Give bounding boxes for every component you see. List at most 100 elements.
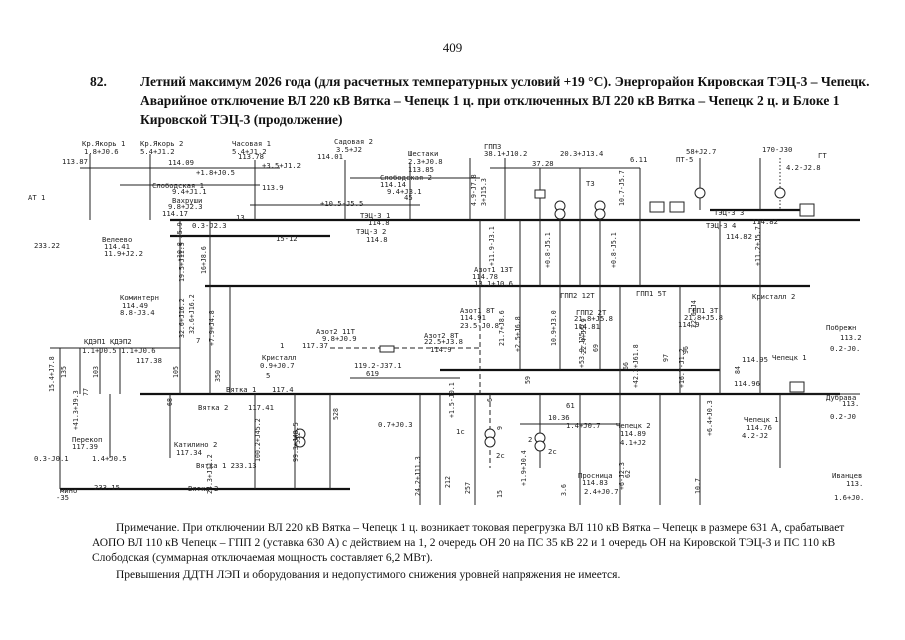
- diagram-label-perekop: Перекоп: [72, 435, 102, 444]
- diagram-label-v-113-85: 113.85: [408, 165, 434, 174]
- flow-label-f28: 10.7: [694, 478, 702, 494]
- breaker-icon: [379, 345, 395, 353]
- diagram-label-dubrava-v2: 0.2-J0: [830, 412, 856, 421]
- diagram-label-tec3-1-v: 114.8: [368, 218, 390, 227]
- diagram-label-v-114-89: 114.89: [620, 429, 646, 438]
- flow-label-f46: +10.8-J5.9: [176, 222, 184, 262]
- diagram-label-v-119-2: 119.2-J37.1: [354, 361, 402, 370]
- flow-label-f14: +7.9+J4.8: [208, 310, 216, 346]
- generator-icon: [774, 187, 786, 199]
- diagram-label-chepetsk2: Чепецк 2: [616, 421, 651, 430]
- diagram-label-kristall2: Кристалл 2: [752, 292, 795, 301]
- diagram-label-v-9-4b: 9.4+J1.1: [172, 187, 207, 196]
- diagram-label-v-58: 58+J2.7: [686, 147, 716, 156]
- transformer-icon: [294, 436, 306, 448]
- diagram-label-shestaki: Шестаки: [408, 149, 438, 158]
- diagram-label-veleevo: Велеево: [102, 235, 132, 244]
- diagram-label-v-114-14: 114.14: [380, 180, 406, 189]
- diagram-label-gpp1-5t: ГПП1 5Т: [636, 289, 667, 298]
- diagram-label-azot8t-v: 114.91: [460, 313, 486, 322]
- diagram-label-kominter-v2: 8.8-J3.4: [120, 308, 155, 317]
- diagram-label-dubrava-v: 113.: [842, 399, 859, 408]
- diagram-label-azot13t-v: 114.78: [472, 272, 498, 281]
- flow-label-f19: +1.5-J0.1: [448, 382, 456, 418]
- diagram-label-chepetsk1: Чепецк 1: [772, 353, 807, 362]
- diagram-label-azot13t-v2: 13.1+J0.6: [474, 279, 513, 288]
- flow-label-f21: +16.7-J1.2: [678, 348, 686, 388]
- diagram-label-kdep1: КДЭП1 КДЭП2: [84, 337, 132, 346]
- diagram-label-n-15-12: 15-12: [276, 234, 298, 243]
- diagram-label-azot2-8t-v: 22.5+J3.8: [424, 337, 463, 346]
- diagram-label-gpp1-3t: ГПП1 3Т: [688, 306, 719, 315]
- diagram-label-pobreg-v: 113.2: [840, 333, 862, 342]
- flow-label-f44: 66: [622, 362, 630, 370]
- flow-label-f9: 10.9+J3.0: [550, 310, 558, 346]
- diagram-label-v-114-81: 114.81: [574, 322, 600, 331]
- diagram-label-v-114-76: 114.76: [746, 423, 772, 432]
- flow-label-f38: 103: [92, 366, 100, 378]
- flow-label-f48: 212: [444, 476, 452, 488]
- flow-label-f10: 22.4+J5.9: [580, 318, 588, 354]
- diagram-label-prosnitsa-v2: 2.4+J0.7: [584, 487, 619, 496]
- flow-label-f40: 96: [682, 346, 690, 354]
- flow-label-f2: 3+J15.3: [480, 178, 488, 206]
- diagram-label-gpp2-2t-v: 21.8+J5.8: [574, 314, 613, 323]
- diagram-label-v-113-9: 113.9: [262, 183, 284, 192]
- flow-label-f42: 59: [524, 376, 532, 384]
- diagram-label-kr-yakor1: Кр.Якорь 1: [82, 139, 125, 148]
- diagram-label-kominter: Коминтерн: [120, 293, 159, 302]
- flow-label-f20: +42.2+J61.8: [632, 344, 640, 388]
- flow-label-f17: 100.2+J45.2: [254, 418, 262, 462]
- flow-label-f32: 68: [166, 398, 174, 406]
- flow-label-f36: 135: [60, 366, 68, 378]
- diagram-label-v-0-3: 0.3-J2.3: [192, 221, 227, 230]
- diagram-label-vyatka1b: Вятка 1 233.13: [196, 461, 257, 470]
- diagram-label-slobodskaya2: Слободская 2: [380, 173, 432, 182]
- flow-label-f1: 4.9-J7.8: [470, 174, 478, 206]
- breaker-icon: [534, 189, 546, 199]
- diagram-label-gpp3: ГПП3: [484, 142, 501, 151]
- diagram-label-v-4-2: 4.2-J2.8: [786, 163, 821, 172]
- diagram-label-v-114-9: 114.9: [430, 345, 452, 354]
- diagram-label-vyatka2: Вятка 2: [198, 403, 228, 412]
- diagram-label-perekop-v: 117.39: [72, 442, 98, 451]
- diagram-label-v-114-17: 114.17: [162, 209, 188, 218]
- diagram-label-n-13: 13: [236, 213, 245, 222]
- diagram-label-vakhrushi: Вахруши: [172, 196, 202, 205]
- diagram-label-v-20-3: 20.3+J13.4: [560, 149, 603, 158]
- transformer-icon: [594, 208, 606, 220]
- diagram-label-v-117-41: 117.41: [248, 403, 274, 412]
- diagram-label-dubrava: Дубрава: [826, 393, 856, 402]
- diagram-label-at1: АТ 1: [28, 193, 45, 202]
- diagram-label-veleevo-v: 114.41: [104, 242, 130, 251]
- diagram-label-n-619: 619: [366, 369, 379, 378]
- diagram-label-sadovaya: Садовая 2: [334, 138, 373, 146]
- diagram-label-gpp3-v: 38.1+J10.2: [484, 149, 527, 158]
- diagram-label-kristall: Кристалл: [262, 353, 297, 362]
- flow-label-f11: +11.2+J5.7: [754, 226, 762, 266]
- flow-label-f8: +2.5+J6.8: [514, 316, 522, 352]
- diagram-label-azot8t-v2: 23.5-J0.8: [460, 321, 499, 330]
- flow-label-f6: +0.8-J5.1: [610, 232, 618, 268]
- diagram-label-sadovaya-v: 3.5+J2: [336, 145, 362, 154]
- diagram-label-v-117-38: 117.38: [136, 356, 162, 365]
- diagram-label-kr-yakor2-v: 5.4+J1.2: [140, 147, 175, 156]
- flow-label-f18: 99.3+J48.5: [292, 422, 300, 462]
- diagram-label-v-117-37: 117.37: [302, 341, 328, 350]
- flow-label-f24: 24.3+J11.2: [206, 454, 214, 494]
- diagram-label-v-1-8: +1.8+J0.5: [196, 168, 235, 177]
- diagram-label-slobodskaya1: Слободская 1: [152, 181, 204, 190]
- generator-icon: [694, 187, 706, 199]
- transformer-icon: [534, 440, 546, 452]
- flow-label-f49: 257: [464, 482, 472, 494]
- diagram-label-v-114-95: 114.95: [742, 355, 768, 364]
- flow-label-f43: 84: [734, 366, 742, 374]
- diagram-label-prosnitsa: Просница: [578, 471, 613, 480]
- flow-label-f3: 10.7-J5.7: [618, 170, 626, 206]
- diagram-label-chepetsk1b: Чепецк 1: [744, 415, 779, 424]
- diagram-label-v-114-82: 114.82: [752, 217, 778, 226]
- diagram-label-n-5: 5: [266, 371, 270, 380]
- diagram-label-n-2c: 2с: [496, 451, 505, 460]
